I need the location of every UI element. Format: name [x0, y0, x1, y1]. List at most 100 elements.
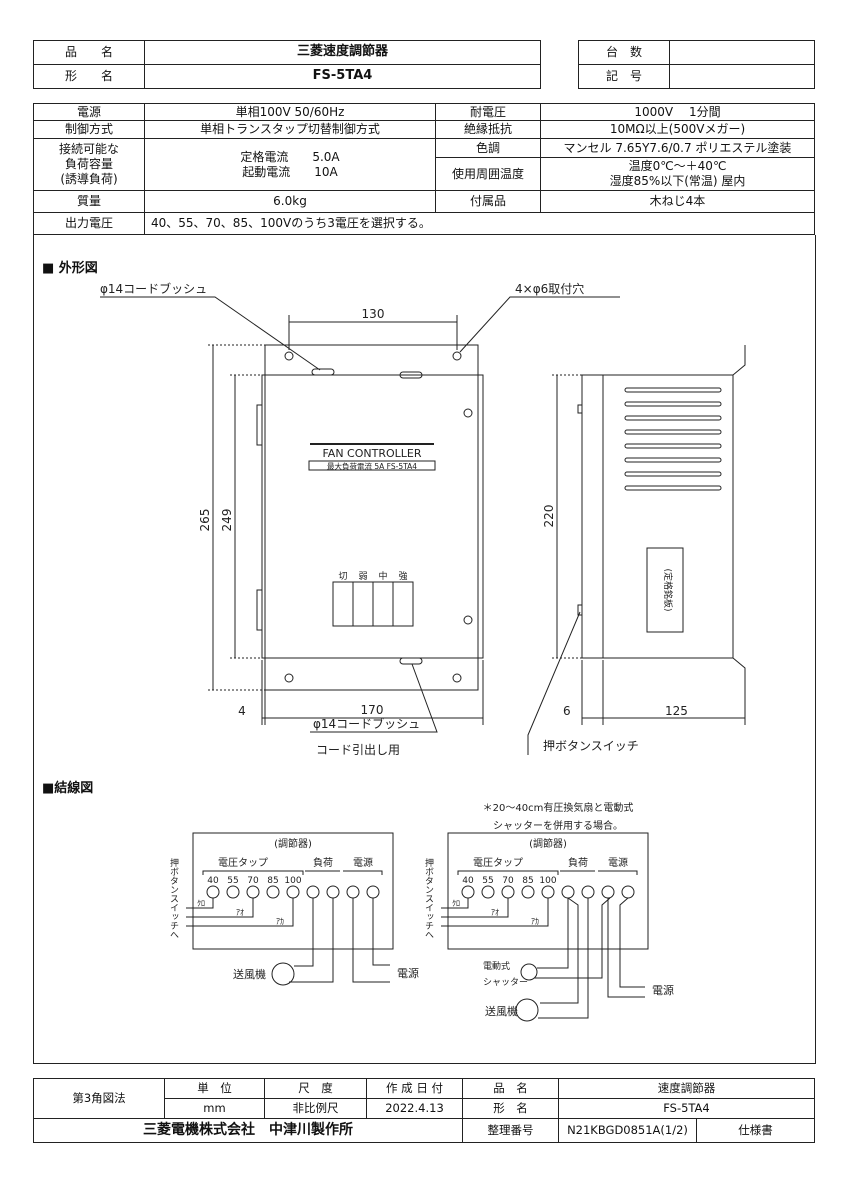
case-body — [261, 374, 484, 659]
wire-black-label: ｸﾛ — [197, 899, 205, 908]
doc-number: N21KBGD0851A(1/2) — [558, 1118, 697, 1143]
wire-black-label: ｸﾛ — [452, 899, 460, 908]
wiring-diagram-standard: (調節器) 電圧タップ 負荷 電源 40 55 70 85 100 ｸﾛ ｱｵ … — [168, 832, 419, 986]
mount-hole — [284, 351, 294, 361]
button-off-label: 切 — [338, 571, 347, 582]
model-label: 形 名 — [462, 1098, 559, 1119]
cord-bushing — [399, 371, 423, 379]
button-mid-label: 中 — [378, 570, 387, 582]
shutter-label-2: シャッター — [483, 977, 528, 988]
controller-label: (調節器) — [529, 837, 567, 850]
bushing-top-label: φ14コードブッシュ — [100, 281, 207, 296]
switch-label: 押ボタンスイッチへ — [423, 857, 434, 939]
load-label-line: 負荷容量 — [64, 157, 113, 171]
doc-type: 仕様書 — [696, 1118, 815, 1143]
bushing-bottom-label: φ14コードブッシュ — [313, 716, 420, 731]
color-label: 色調 — [435, 138, 541, 158]
symbol-label: 記 号 — [578, 64, 670, 89]
withstand-label: 耐電圧 — [435, 103, 541, 121]
fan-symbol — [271, 962, 295, 986]
taps-label: 電圧タップ — [473, 857, 523, 869]
start-current: 起動電流 10A — [242, 164, 338, 179]
scale-label: 尺 度 — [264, 1078, 367, 1099]
name-label: 品 名 — [462, 1078, 559, 1099]
power-out-label: 電源 — [397, 966, 419, 980]
wire-blue-label: ｱｵ — [236, 908, 244, 917]
rated-current: 定格電流 5.0A — [240, 149, 340, 164]
tap-100: 100 — [284, 876, 301, 886]
projection: 第3角図法 — [33, 1078, 165, 1119]
date-label: 作 成 日 付 — [366, 1078, 463, 1099]
cord-bushing — [311, 368, 335, 376]
switch-label: 押ボタンスイッチへ — [168, 857, 179, 939]
ambient-humidity: 湿度85%以下(常温) 屋内 — [609, 174, 746, 188]
wire-blue-label: ｱｵ — [491, 908, 499, 917]
product-name-label: 品 名 — [33, 40, 145, 65]
wire-red-label: ｱｶ — [276, 917, 284, 926]
unit-value: mm — [164, 1098, 265, 1119]
tap-55: 55 — [227, 876, 238, 886]
power-label: 電源 — [608, 856, 628, 869]
doc-number-label: 整理番号 — [462, 1118, 559, 1143]
dim-220: 220 — [542, 505, 556, 528]
product-name: 三菱速度調節器 — [144, 40, 541, 65]
wiring-diagram-shutter: ＊20～40cm有圧換気扇と電動式 シャッターを併用する場合。 (調節器) 電圧… — [423, 801, 674, 1022]
quantity-table: 台 数 記 号 — [578, 40, 815, 89]
mounting-plate — [264, 344, 479, 691]
nameplate — [646, 547, 684, 633]
quantity-value — [669, 40, 815, 65]
hinge — [256, 589, 263, 631]
insulation-label: 絶縁抵抗 — [435, 120, 541, 139]
symbol-value — [669, 64, 815, 89]
load-label: 負荷 — [568, 857, 588, 869]
load-label: 負荷 — [313, 857, 333, 869]
wiring-title: ■結線図 — [42, 781, 94, 796]
fan-symbol — [515, 998, 539, 1022]
power-label: 電源 — [353, 856, 373, 869]
tap-85: 85 — [522, 876, 533, 886]
hinge — [256, 404, 263, 446]
drawing-frame — [33, 235, 816, 1064]
tap-70: 70 — [502, 876, 514, 886]
cord-bushing — [399, 657, 423, 665]
dim-130: 130 — [362, 307, 385, 321]
date-value: 2022.4.13 — [366, 1098, 463, 1119]
taps-label: 電圧タップ — [218, 857, 268, 869]
name-value: 速度調節器 — [558, 1078, 815, 1099]
pushbutton-label: 押ボタンスイッチ — [543, 739, 639, 753]
mount-hole — [284, 673, 294, 683]
tap-70: 70 — [247, 876, 259, 886]
dim-249: 249 — [220, 509, 234, 532]
button-high-label: 強 — [398, 570, 407, 582]
note-line-1: ＊20～40cm有圧換気扇と電動式 — [483, 801, 634, 814]
dim-170: 170 — [361, 703, 384, 717]
tap-55: 55 — [482, 876, 493, 886]
model-value: FS-5TA4 — [558, 1098, 815, 1119]
mount-holes-label: 4×φ6取付穴 — [515, 281, 584, 296]
controller-label: (調節器) — [274, 837, 312, 850]
ambient-temp: 温度0℃～＋40℃ — [628, 159, 727, 173]
shutter-symbol — [520, 963, 538, 981]
panel-subtitle: 最大負荷電流 5A FS-5TA4 — [327, 461, 417, 471]
load-label: 接続可能な負荷容量(誘導負荷) — [33, 138, 145, 191]
dim-125: 125 — [665, 704, 688, 718]
side-view: (定格銘板) 220 6 125 押ボタンスイッチ — [527, 345, 746, 755]
mount-hole — [452, 673, 462, 683]
output-label: 出力電圧 — [33, 212, 145, 235]
mount-hole — [452, 351, 462, 361]
fan-label: 送風機 — [233, 967, 266, 981]
screw-icon — [463, 408, 473, 418]
dim-4: 4 — [238, 704, 246, 718]
front-view: FAN CONTROLLER 最大負荷電流 5A FS-5TA4 切 弱 中 強… — [100, 281, 620, 757]
scale-value: 非比例尺 — [264, 1098, 367, 1119]
dim-265: 265 — [198, 509, 212, 532]
power-value: 単相100V 50/60Hz — [144, 103, 436, 121]
tap-40: 40 — [207, 876, 219, 886]
load-label-line: 接続可能な — [58, 142, 119, 156]
